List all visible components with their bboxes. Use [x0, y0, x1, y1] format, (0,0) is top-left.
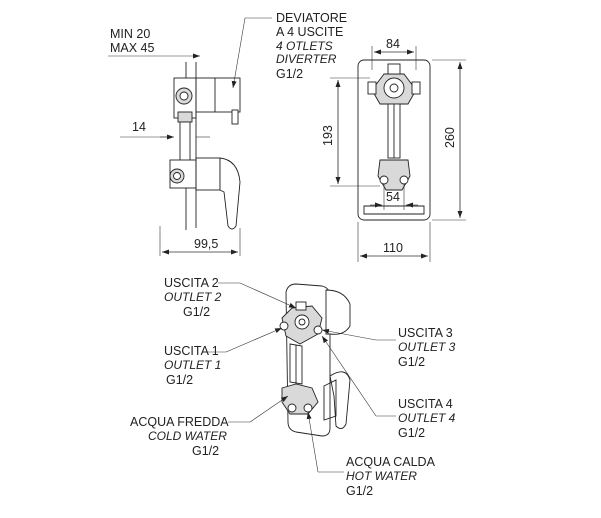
svg-text:A 4 USCITE: A 4 USCITE: [276, 25, 343, 39]
callout-outlet-4: USCITA 4 OUTLET 4 G1/2: [321, 335, 456, 440]
front-mixer-body: [377, 159, 411, 191]
svg-text:G1/2: G1/2: [346, 484, 373, 498]
dim-offset: 14: [132, 120, 146, 134]
svg-text:OUTLET 4: OUTLET 4: [398, 411, 456, 425]
svg-text:G1/2: G1/2: [276, 67, 303, 81]
svg-text:COLD WATER: COLD WATER: [148, 429, 227, 443]
iso-diverter-cylinder: [325, 289, 351, 335]
svg-text:G1/2: G1/2: [166, 373, 193, 387]
dim-height-plate: 260: [443, 127, 457, 148]
mixer-cartridge: [195, 157, 221, 191]
callout-hot-water: ACQUA CALDA HOT WATER G1/2: [306, 411, 436, 498]
svg-text:USCITA 1: USCITA 1: [164, 344, 219, 358]
svg-text:G1/2: G1/2: [192, 444, 219, 458]
lever-handle: [219, 157, 241, 230]
callout-outlet-3: USCITA 3 OUTLET 3 G1/2: [321, 326, 456, 369]
svg-text:DEVIATORE: DEVIATORE: [276, 11, 347, 25]
dim-width-plate: 110: [383, 241, 403, 255]
depth-min-label: MIN 20: [110, 27, 150, 41]
svg-text:ACQUA CALDA: ACQUA CALDA: [346, 455, 436, 469]
svg-text:OUTLET 1: OUTLET 1: [164, 358, 221, 372]
dim-width-body: 84: [386, 37, 400, 51]
side-view: MIN 20 MAX 45 14: [108, 27, 241, 256]
dim-depth: 99,5: [194, 237, 218, 251]
svg-text:USCITA 3: USCITA 3: [398, 326, 453, 340]
depth-max-label: MAX 45: [110, 41, 155, 55]
dim-inlet-spacing: 54: [386, 190, 400, 204]
svg-text:USCITA 2: USCITA 2: [164, 276, 219, 290]
isometric-view: [279, 283, 351, 437]
diverter-housing: [195, 77, 241, 113]
diverter-label: DEVIATORE A 4 USCITE 4 OTLETS DIVERTER G…: [231, 11, 347, 89]
callout-outlet-1: USCITA 1 OUTLET 1 G1/2: [164, 327, 283, 387]
svg-text:OUTLET 2: OUTLET 2: [164, 290, 222, 304]
svg-text:ACQUA FREDDA: ACQUA FREDDA: [130, 415, 229, 429]
svg-text:USCITA 4: USCITA 4: [398, 397, 453, 411]
front-cover-plate: [357, 59, 431, 221]
callout-cold-water: ACQUA FREDDA COLD WATER G1/2: [130, 395, 289, 458]
side-pipe: [179, 121, 191, 163]
svg-text:OUTLET 3: OUTLET 3: [398, 340, 456, 354]
svg-text:DIVERTER: DIVERTER: [276, 52, 337, 66]
svg-text:G1/2: G1/2: [398, 426, 425, 440]
svg-text:G1/2: G1/2: [183, 305, 210, 319]
svg-text:HOT WATER: HOT WATER: [346, 469, 417, 483]
svg-text:G1/2: G1/2: [398, 355, 425, 369]
dim-height-inlet: 193: [321, 125, 335, 146]
front-view: 84 193 260 54 110: [321, 37, 466, 262]
iso-lever: [329, 371, 351, 429]
svg-text:4 OTLETS: 4 OTLETS: [276, 39, 333, 53]
callout-outlet-2: USCITA 2 OUTLET 2 G1/2: [164, 276, 297, 319]
